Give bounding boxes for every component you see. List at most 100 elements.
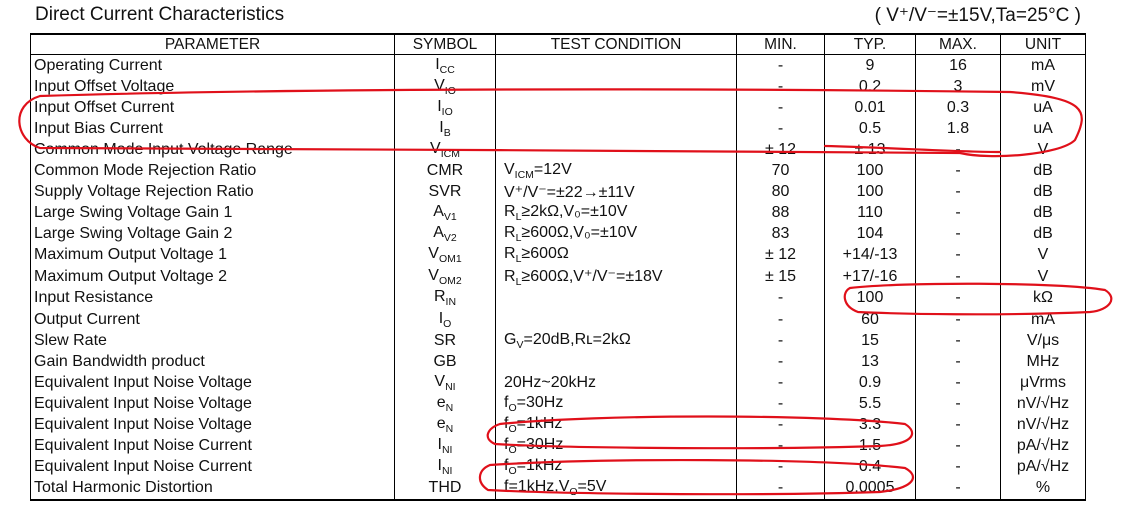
test-condition-text: 20Hz~20kHz xyxy=(504,373,597,391)
symbol-main: I xyxy=(435,55,440,73)
max-cell: 16 xyxy=(915,54,1001,77)
unit-cell: MHz xyxy=(1000,351,1086,373)
min-cell: - xyxy=(736,330,825,352)
symbol-subscript: NI xyxy=(445,380,456,393)
test-condition-cell: 20Hz~20kHz xyxy=(495,372,737,394)
max-cell: - xyxy=(915,435,1001,457)
symbol-cell: eN xyxy=(394,393,496,415)
symbol-cell: VOM2 xyxy=(394,265,496,288)
symbol-cell: VIO xyxy=(394,76,496,98)
typ-cell: 100 xyxy=(824,287,916,310)
symbol-cell: ICC xyxy=(394,54,496,77)
symbol-cell: GB xyxy=(394,351,496,373)
test-condition-cell xyxy=(495,287,737,310)
unit-cell: nV/√Hz xyxy=(1000,393,1086,415)
min-cell: - xyxy=(736,456,825,478)
test-condition-cell: RL≥600Ω,V⁺/V⁻=±18V xyxy=(495,265,737,288)
param-cell: Equivalent Input Noise Current xyxy=(30,435,395,457)
max-cell: - xyxy=(915,393,1001,415)
symbol-subscript: O xyxy=(443,317,452,330)
test-condition-tail: =30Hz xyxy=(516,393,564,411)
min-cell: - xyxy=(736,477,825,501)
max-cell: - xyxy=(915,139,1001,161)
unit-cell: V xyxy=(1000,139,1086,161)
param-cell: Input Offset Voltage xyxy=(30,76,395,98)
symbol-main: V xyxy=(430,139,441,157)
typ-cell: +14/-13 xyxy=(824,244,916,266)
dc-characteristics-table: PARAMETER SYMBOL TEST CONDITION MIN. TYP… xyxy=(30,33,1086,501)
unit-cell: dB xyxy=(1000,202,1086,224)
test-condition-cell xyxy=(495,309,737,331)
test-condition-cell: fO=1kHz xyxy=(495,414,737,436)
symbol-main: V xyxy=(428,245,439,263)
symbol-main: V xyxy=(434,76,445,94)
symbol-main: V xyxy=(428,266,439,284)
unit-cell: nV/√Hz xyxy=(1000,414,1086,436)
symbol-main: GB xyxy=(433,352,457,370)
min-cell: - xyxy=(736,118,825,140)
test-condition-cell xyxy=(495,97,737,119)
max-cell: - xyxy=(915,202,1001,224)
test-condition-tail: =12V xyxy=(533,161,572,179)
unit-cell: dB xyxy=(1000,181,1086,203)
symbol-subscript: N xyxy=(445,401,454,414)
max-cell: - xyxy=(915,181,1001,203)
test-condition-text: R xyxy=(504,224,516,242)
test-condition-subscript: O xyxy=(508,423,517,436)
typ-cell: 100 xyxy=(824,160,916,182)
test-condition-tail: =5V xyxy=(577,478,607,496)
max-cell: - xyxy=(915,265,1001,288)
test-condition-text: f=1kHz,V xyxy=(504,478,570,496)
test-condition-cell: RL≥2kΩ,V₀=±10V xyxy=(495,202,737,224)
max-cell: 1.8 xyxy=(915,118,1001,140)
min-cell: - xyxy=(736,97,825,119)
test-condition-tail: ≥600Ω,V₀=±10V xyxy=(521,224,638,242)
test-condition-cell xyxy=(495,351,737,373)
typ-cell: 0.0005 xyxy=(824,477,916,501)
test-condition-cell: VICM=12V xyxy=(495,160,737,182)
typ-cell: 9 xyxy=(824,54,916,77)
max-cell: - xyxy=(915,477,1001,501)
min-cell: - xyxy=(736,414,825,436)
param-cell: Equivalent Input Noise Current xyxy=(30,456,395,478)
test-condition-subscript: L xyxy=(515,253,522,266)
symbol-main: I xyxy=(437,457,442,475)
symbol-main: e xyxy=(436,393,446,411)
typ-cell: 0.9 xyxy=(824,372,916,394)
min-cell: - xyxy=(736,435,825,457)
min-cell: - xyxy=(736,287,825,310)
max-cell: - xyxy=(915,372,1001,394)
symbol-subscript: IO xyxy=(441,105,453,118)
param-cell: Input Bias Current xyxy=(30,118,395,140)
unit-cell: mA xyxy=(1000,309,1086,331)
symbol-cell: VICM xyxy=(394,139,496,161)
test-condition-subscript: O xyxy=(508,444,517,457)
param-cell: Maximum Output Voltage 1 xyxy=(30,244,395,266)
column-header: TEST CONDITION xyxy=(495,33,737,55)
symbol-cell: eN xyxy=(394,414,496,436)
test-condition-tail: =1kHz xyxy=(516,457,563,475)
symbol-subscript: NI xyxy=(441,465,453,478)
param-cell: Large Swing Voltage Gain 2 xyxy=(30,223,395,245)
typ-cell: 0.4 xyxy=(824,456,916,478)
param-cell: Output Current xyxy=(30,309,395,331)
symbol-cell: VOM1 xyxy=(394,244,496,266)
param-cell: Large Swing Voltage Gain 1 xyxy=(30,202,395,224)
symbol-cell: SR xyxy=(394,330,496,352)
min-cell: 83 xyxy=(736,223,825,245)
typ-cell: +17/-16 xyxy=(824,265,916,288)
symbol-main: R xyxy=(433,288,446,306)
column-header: MAX. xyxy=(915,33,1001,55)
test-condition-cell xyxy=(495,54,737,77)
test-condition-text: G xyxy=(504,330,517,348)
typ-cell: 104 xyxy=(824,223,916,245)
symbol-subscript: B xyxy=(443,126,451,139)
unit-cell: μVrms xyxy=(1000,372,1086,394)
min-cell: - xyxy=(736,372,825,394)
